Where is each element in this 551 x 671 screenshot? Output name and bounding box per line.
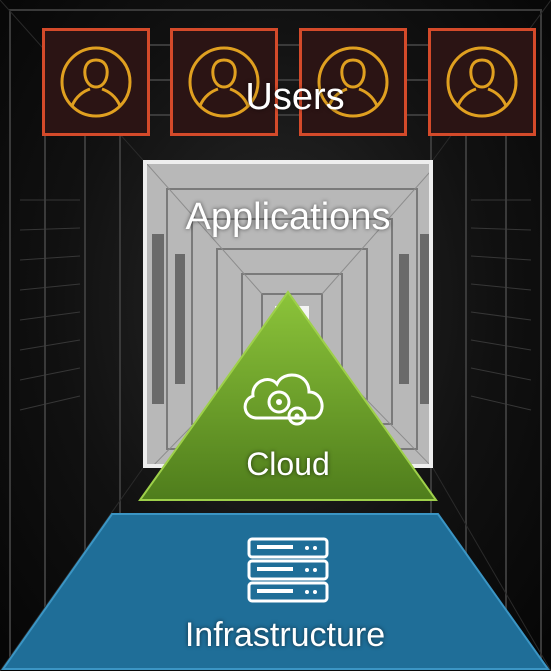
server-rack-icon <box>247 537 329 603</box>
user-tile-1 <box>42 28 150 136</box>
cloud-label: Cloud <box>246 446 330 482</box>
infrastructure-label: Infrastructure <box>184 616 386 654</box>
user-tile-2 <box>170 28 278 136</box>
user-icon <box>317 46 389 118</box>
user-tile-4 <box>428 28 536 136</box>
users-label: Users <box>245 76 345 118</box>
user-tile-3 <box>299 28 407 136</box>
applications-label: Applications <box>185 196 391 238</box>
user-icon <box>446 46 518 118</box>
user-icon <box>60 46 132 118</box>
cloud-gears-icon <box>243 373 324 426</box>
user-icon <box>188 46 260 118</box>
